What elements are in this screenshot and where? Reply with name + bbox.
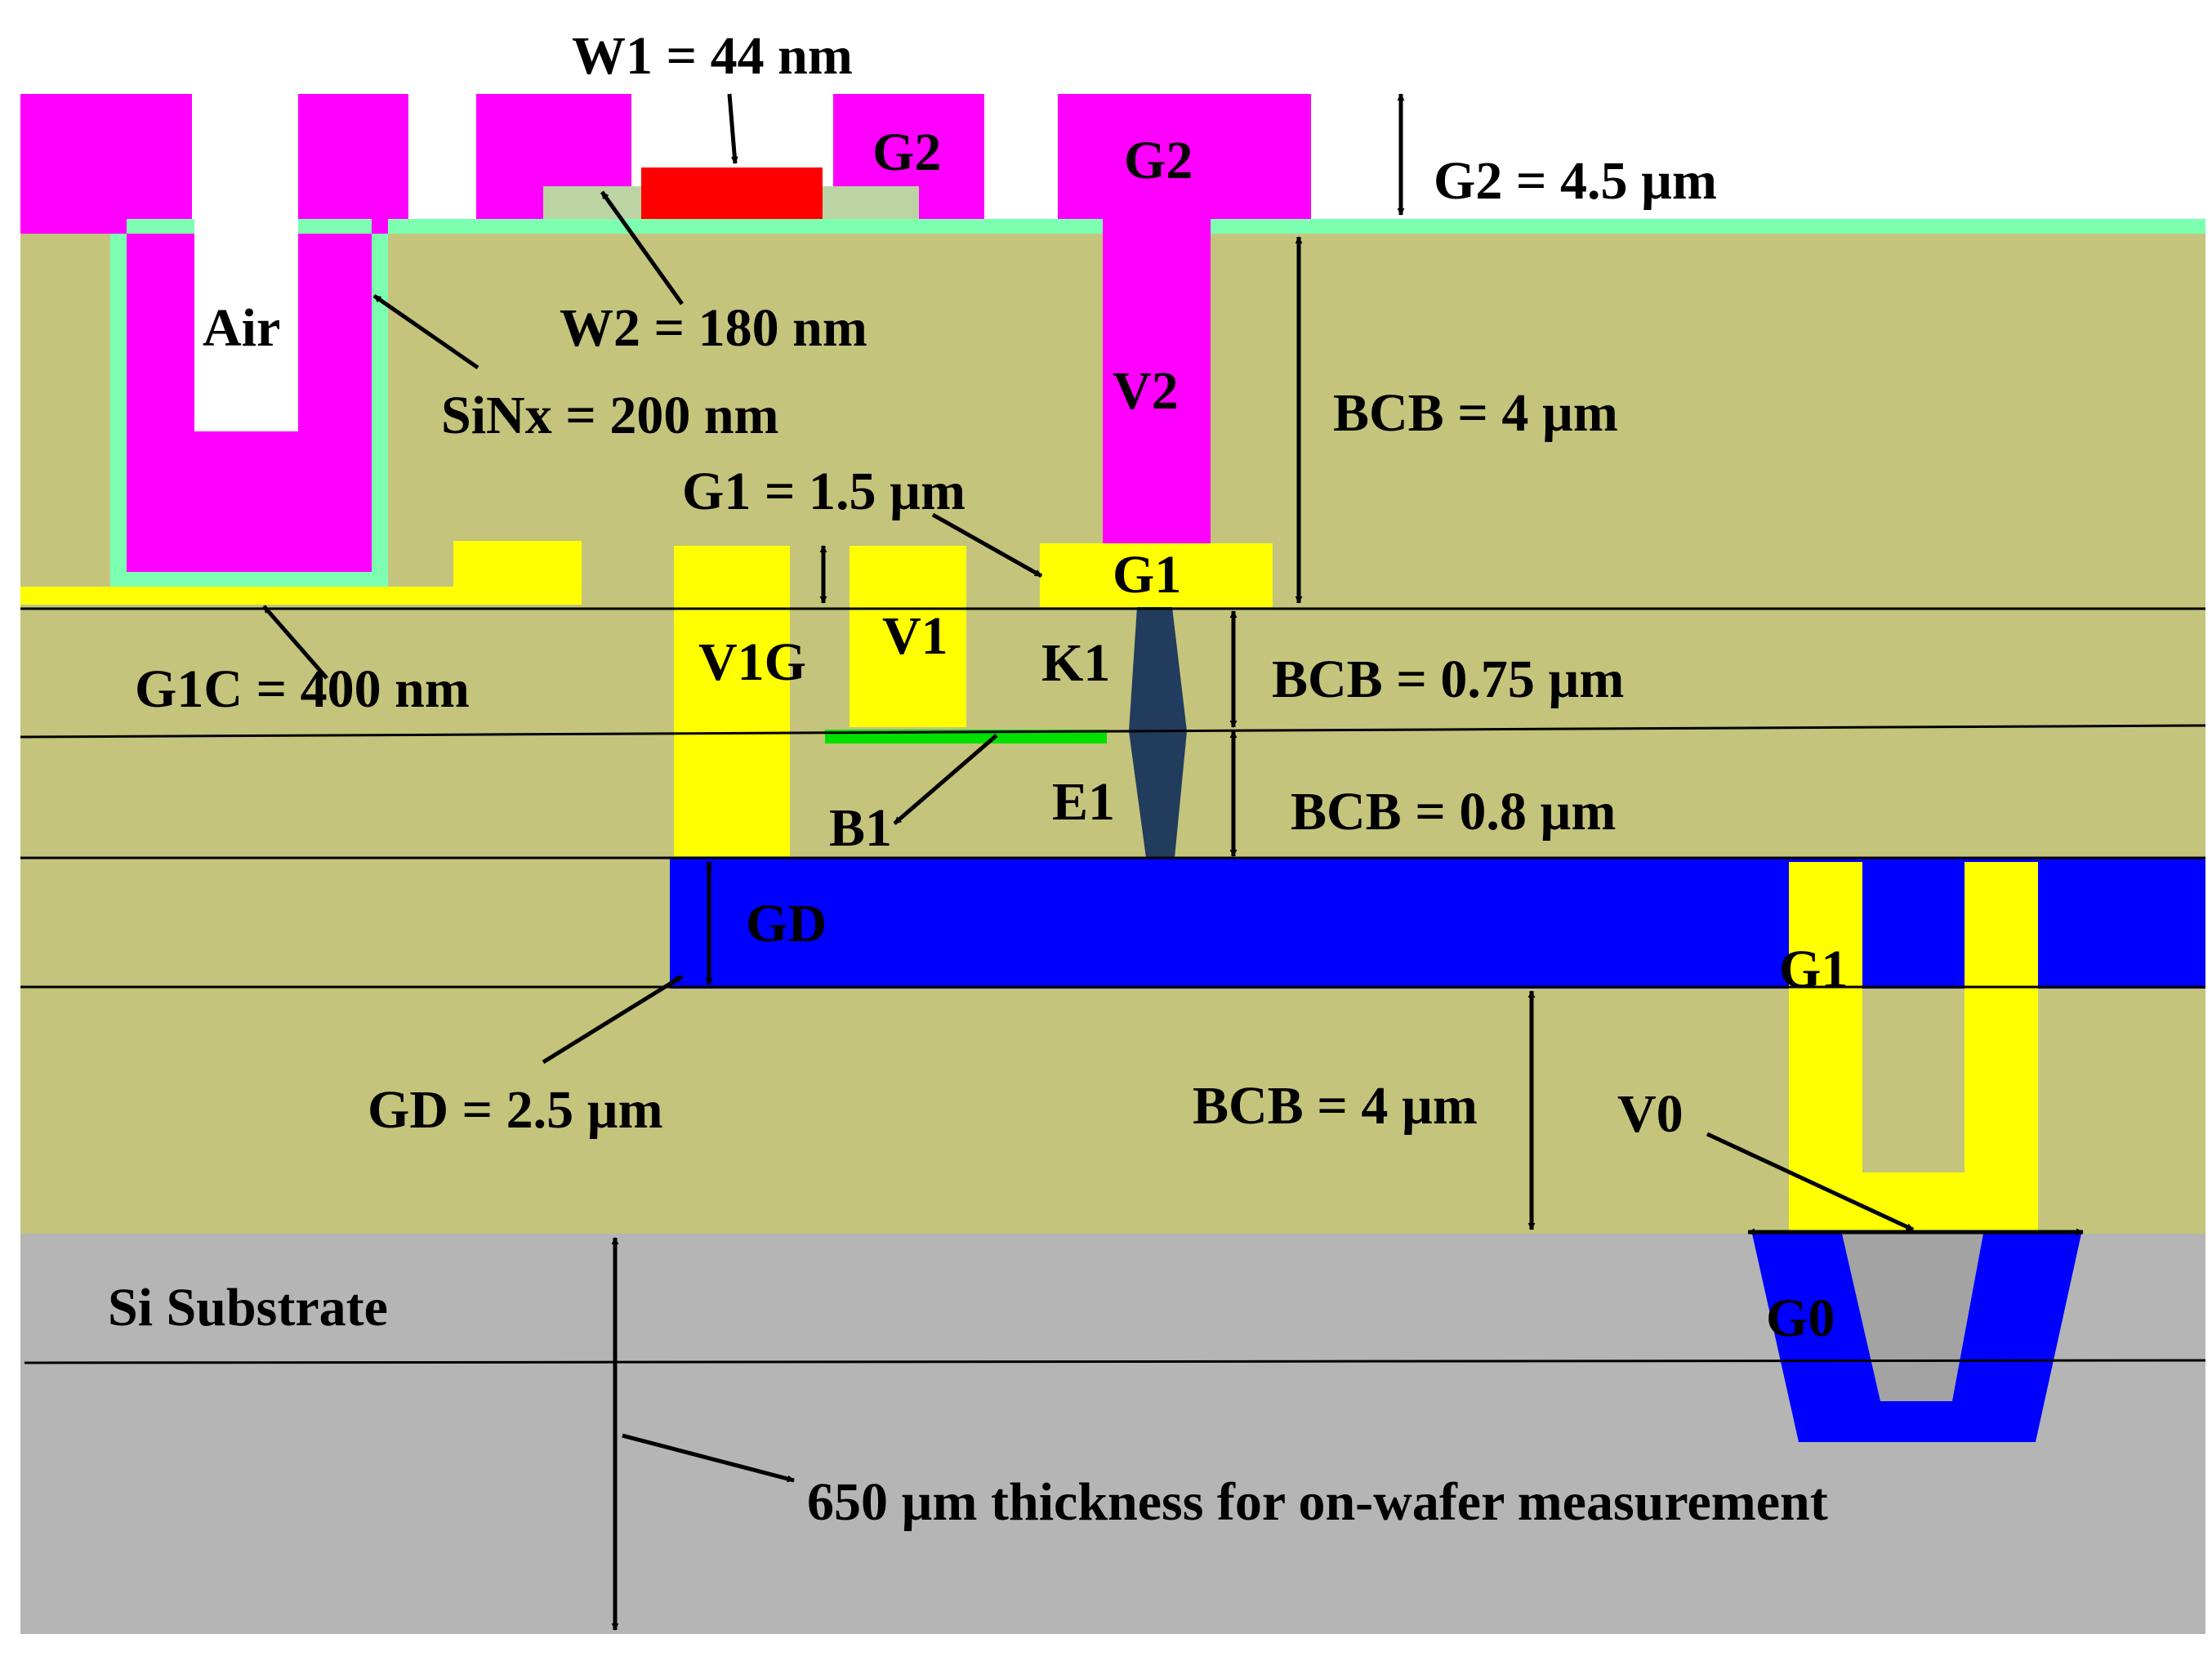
- label-v1g: V1G: [698, 632, 806, 692]
- v1g-via: [674, 546, 790, 856]
- label-g1-thickness: G1 = 1.5 µm: [682, 462, 966, 521]
- g1c-pad: [453, 541, 582, 605]
- g1-leader: [931, 512, 1043, 578]
- v0-fill: [1842, 1234, 1983, 1401]
- g2-left-bar: [20, 94, 192, 219]
- label-si-substrate: Si Substrate: [108, 1278, 388, 1337]
- label-gd-thickness: GD = 2.5 µm: [368, 1080, 663, 1140]
- gd-leader: [542, 974, 684, 1065]
- bcb-left-edge: [20, 234, 110, 588]
- label-bcb-bottom: BCB = 4 µm: [1193, 1076, 1478, 1136]
- label-air: Air: [203, 298, 280, 358]
- label-b1: B1: [829, 798, 892, 858]
- gd-plane: [670, 858, 2205, 989]
- label-gd: GD: [746, 894, 827, 953]
- label-k1: K1: [1041, 633, 1110, 693]
- sinx-leader: [372, 293, 479, 370]
- label-bcb-top: BCB = 4 µm: [1333, 383, 1618, 443]
- v0-leader: [1706, 1132, 1915, 1232]
- g2-pad-far-right: [1058, 94, 1311, 219]
- interface-line-2: [20, 724, 2206, 739]
- air-gap: [194, 94, 298, 431]
- label-g0: G0: [1766, 1288, 1835, 1348]
- label-v0: V0: [1617, 1084, 1684, 1144]
- g1c-leader: [262, 605, 328, 680]
- label-g1-right: G1: [1779, 940, 1848, 999]
- substrate-line: [24, 1359, 2206, 1364]
- w2-pad-right: [805, 186, 919, 219]
- w1-resistor: [641, 167, 823, 219]
- label-substrate-note: 650 µm thickness for on-wafer measuremen…: [807, 1472, 1828, 1532]
- g1-pad-top: [1040, 543, 1273, 607]
- g1c-strip: [20, 587, 453, 605]
- label-v1: V1: [882, 606, 948, 666]
- label-g2-left: G2: [872, 123, 941, 182]
- label-g2-right: G2: [1124, 131, 1193, 190]
- b1-leader: [893, 734, 998, 825]
- v1-via: [850, 546, 966, 727]
- w2-pad-left: [543, 186, 658, 219]
- label-v2: V2: [1113, 361, 1179, 421]
- label-g1-top: G1: [1113, 545, 1181, 605]
- e1-k1-via: [1129, 607, 1187, 858]
- w1-leader: [727, 93, 738, 164]
- label-g1c: G1C = 400 nm: [135, 659, 470, 719]
- v2-via: [1103, 219, 1211, 546]
- label-sinx: SiNx = 200 nm: [441, 386, 779, 445]
- label-w1: W1 = 44 nm: [572, 26, 853, 86]
- label-bcb-075: BCB = 0.75 µm: [1272, 650, 1624, 709]
- label-w2: W2 = 180 nm: [560, 298, 867, 358]
- label-g2-thickness: G2 = 4.5 µm: [1434, 151, 1717, 211]
- label-e1: E1: [1052, 772, 1115, 832]
- substrate-note-leader: [622, 1433, 795, 1483]
- w2-leader: [600, 190, 685, 306]
- g1-u-via: [1789, 862, 2038, 1234]
- label-bcb-08: BCB = 0.8 µm: [1291, 782, 1616, 842]
